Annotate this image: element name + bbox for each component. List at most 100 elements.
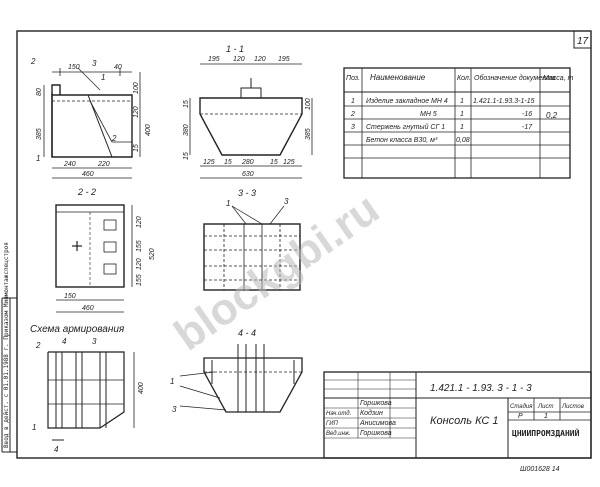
s33-callout-1: 1 (226, 199, 230, 208)
page-number: 17 (577, 36, 589, 47)
spec-head-mass: Масса, т (543, 75, 574, 82)
tb-sheet: 1 (544, 413, 548, 420)
side-dim-right-3: 400 (145, 124, 152, 136)
s11-dim-top-3: 120 (254, 56, 266, 63)
arm-title: Схема армирования (30, 324, 125, 335)
spec-r3-name: Стержень гнутый СГ 1 (366, 123, 445, 131)
side-callout-2: 2 (111, 134, 117, 143)
spec-head-doc: Обозначение документа (474, 74, 556, 82)
tb-role-2: Нач.отд. (326, 411, 351, 417)
s22-overall-h: 520 (149, 248, 156, 260)
tb-sheets-head: Листов (561, 404, 584, 410)
side-overall: 460 (82, 171, 94, 178)
s11-left-2: 380 (183, 124, 190, 136)
section-2-2: 2 - 2 120 155 120 155 520 150 460 (55, 187, 156, 313)
s11-dim-bottom-5: 125 (283, 159, 295, 166)
side-dim-right-2: 120 (133, 106, 140, 118)
s22-dim-right-2: 155 (136, 240, 143, 252)
side-dim-top-1: 150 (68, 64, 80, 71)
spec-head-doc-text: Обозначение документа (474, 74, 556, 82)
spec-head-qty: Кол. (457, 75, 471, 82)
side-dim-left-2: 80 (36, 88, 43, 96)
spec-r2-doc: -16 (522, 111, 532, 118)
tb-person-3: Анисимова (359, 420, 396, 427)
arm-callout-2: 2 (35, 341, 41, 350)
side-dim-bottom-2: 220 (97, 161, 110, 168)
tb-person-2: Кодзин (360, 409, 383, 417)
s44-callout-3: 3 (172, 405, 177, 414)
arm-callout-4: 4 (62, 337, 67, 346)
s11-overall: 630 (242, 171, 254, 178)
section-1-1-label: 1 - 1 (226, 44, 244, 54)
s11-height-2: 385 (305, 128, 312, 140)
s11-dim-top-4: 195 (278, 56, 290, 63)
side-dim-left-1: 2 (30, 57, 36, 66)
spec-r2-qty: 1 (460, 111, 464, 118)
spec-head-name: Наименование (370, 73, 426, 82)
watermark: blockgbi.ru (166, 184, 388, 360)
section-4-4: 4 - 4 1 3 (170, 328, 303, 414)
side-callout-1b: 1 (36, 154, 40, 163)
side-dim-top-2: 40 (114, 64, 122, 71)
s33-callout-3: 3 (284, 197, 289, 206)
s11-dim-bottom-1: 125 (203, 159, 215, 166)
section-3-3-label: 3 - 3 (238, 188, 256, 198)
spec-head-pos: Поз. (346, 75, 360, 82)
tb-person-4: Горшкова (360, 430, 392, 437)
tb-sheet-head: Лист (537, 404, 553, 410)
tb-code: 1.421.1 - 1.93. 3 - 1 - 3 (430, 383, 532, 394)
sheet-frame (16, 30, 592, 459)
arm-callout-1: 1 (32, 423, 36, 432)
side-dim-right-4: 15 (133, 144, 140, 152)
section-2-2-label: 2 - 2 (77, 187, 96, 197)
tb-stage-head: Стадия (510, 404, 533, 410)
side-view: 150 40 2 80 385 100 120 400 15 240 220 4… (30, 57, 152, 179)
spec-r4-name: Бетон класса В30, м³ (366, 137, 438, 144)
s11-dim-bottom-2: 15 (224, 159, 232, 166)
s11-left-1: 15 (183, 100, 190, 108)
s11-left-3: 15 (183, 152, 190, 160)
spec-r1-mass: 0,2 (546, 111, 558, 120)
section-4-4-label: 4 - 4 (238, 328, 256, 338)
s11-height-1: 100 (305, 98, 312, 110)
s11-dim-top-2: 120 (233, 56, 245, 63)
tb-name: Консоль КС 1 (430, 415, 499, 427)
spec-r3-pos: 3 (351, 124, 355, 131)
spec-table: Поз. Наименование Кол. Обозначение докум… (343, 67, 574, 179)
spec-r2-pos: 2 (350, 111, 355, 118)
tb-role-4: Вед.инж. (326, 431, 351, 437)
s44-callout-1: 1 (170, 377, 174, 386)
spec-r4-qty: 0,08 (456, 137, 470, 144)
spec-r3-qty: 1 (460, 124, 464, 131)
side-dim-bottom-1: 240 (63, 161, 76, 168)
spec-r1-doc: 1.421.1-1.93.3-1-15 (473, 98, 535, 105)
title-block: 1.421.1 - 1.93. 3 - 1 - 3 Консоль КС 1 С… (323, 371, 592, 459)
s11-dim-top-1: 195 (208, 56, 220, 63)
reinforcement-scheme: Схема армирования 400 2 4 3 1 4 (30, 324, 145, 454)
arm-callout-3: 3 (92, 337, 97, 346)
spec-r1-name: Изделие закладное МН 4 (366, 97, 448, 105)
s22-dim-right-1: 120 (136, 216, 143, 228)
tb-person-1: Горшкова (360, 400, 392, 407)
s22-dim-right-4: 155 (136, 274, 143, 286)
bottom-note: Ш001628 14 (520, 466, 560, 473)
spec-r1-qty: 1 (460, 98, 464, 105)
side-dim-left-3: 385 (36, 128, 43, 140)
spec-r3-doc: -17 (522, 124, 533, 131)
spec-r2-name: МН 5 (420, 111, 437, 118)
arm-cut-4: 4 (54, 445, 59, 454)
arm-height: 400 (138, 382, 145, 394)
side-callout-1: 1 (101, 73, 105, 82)
side-dim-right-1: 100 (133, 82, 140, 94)
tb-org: ЦНИИПРОМЗДАНИЙ (512, 427, 580, 438)
s11-dim-bottom-4: 15 (270, 159, 278, 166)
tb-stage: Р (518, 413, 523, 420)
spec-r1-pos: 1 (351, 98, 355, 105)
s11-dim-bottom-3: 280 (241, 159, 254, 166)
side-note: Ввод в дейст. с 01.01.1988 г. Приказом М… (3, 242, 10, 448)
s22-overall-w: 460 (82, 305, 94, 312)
side-callout-3: 3 (92, 59, 97, 68)
section-1-1: 1 - 1 195 120 120 195 125 15 280 15 125 … (183, 44, 313, 179)
s22-dim-right-3: 120 (136, 258, 143, 270)
